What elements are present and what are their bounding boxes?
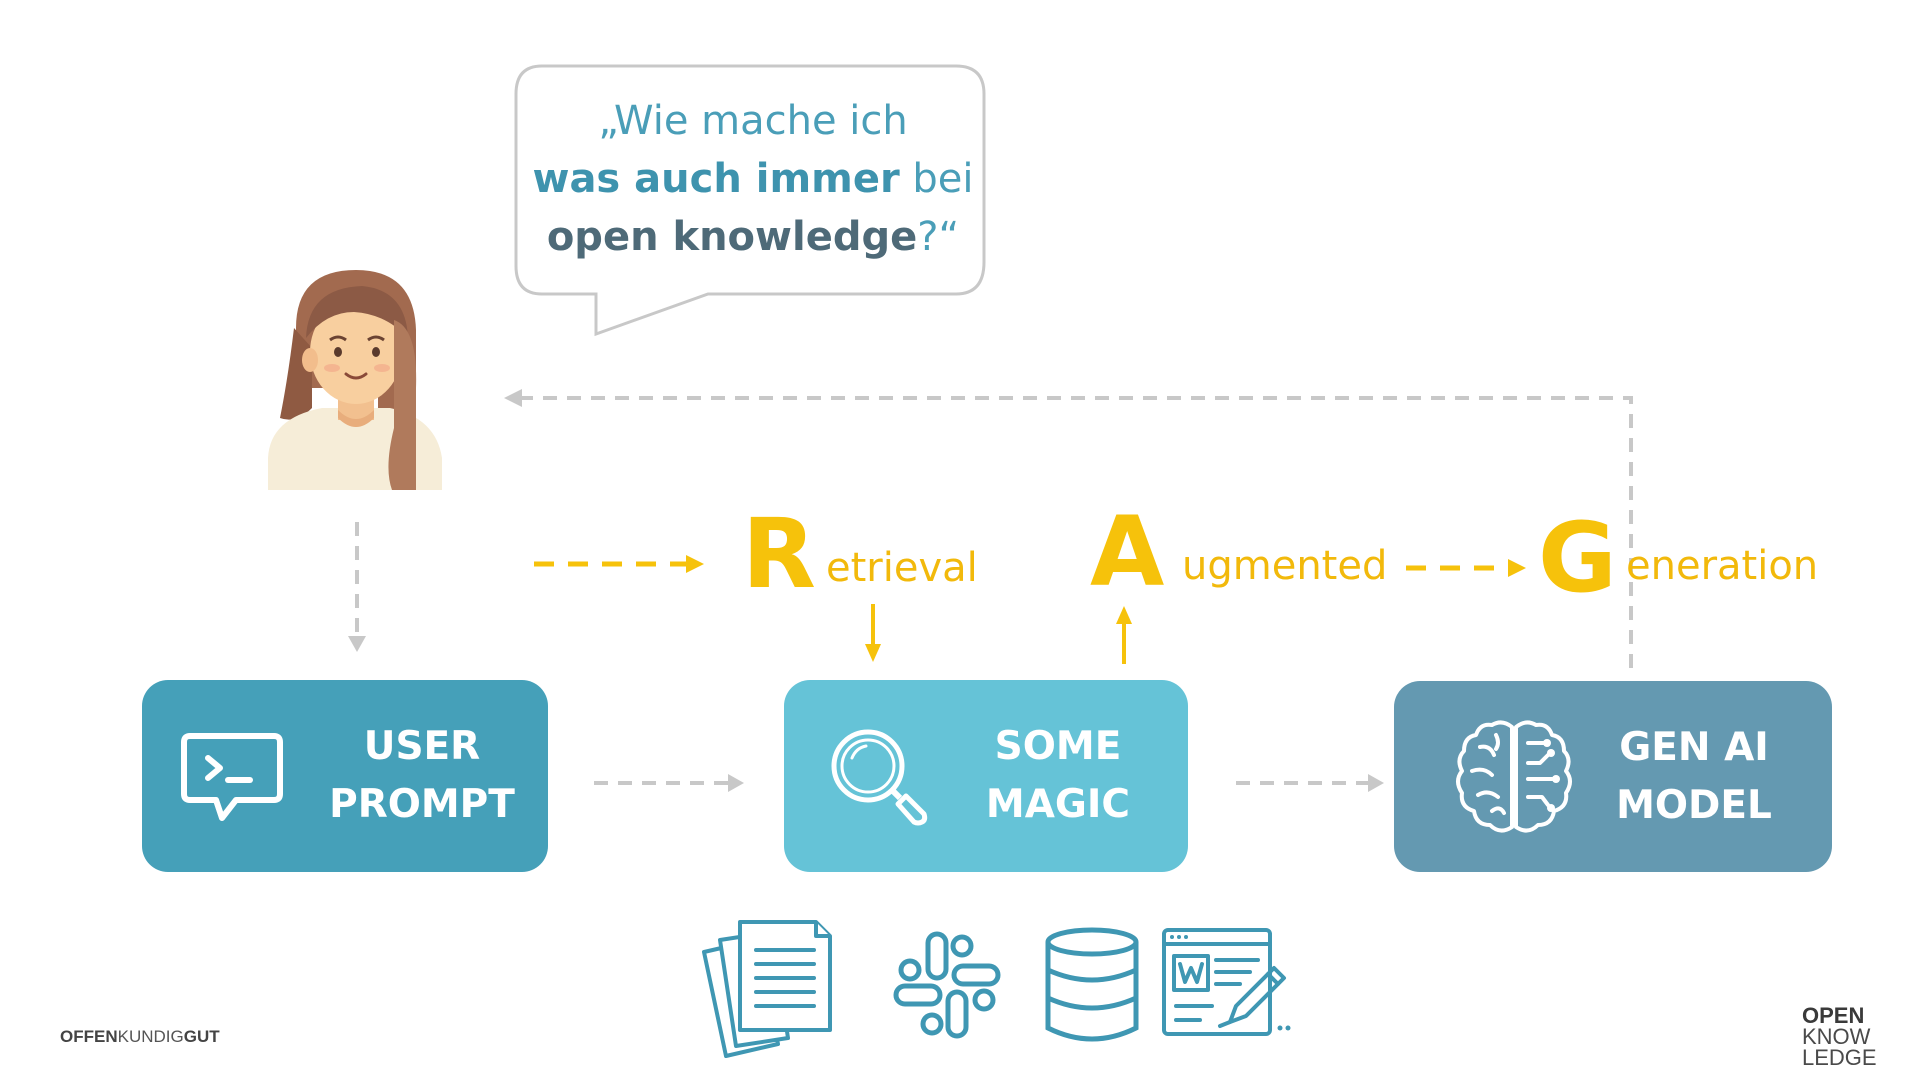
user-down-arrowhead [348, 636, 366, 652]
user-prompt-box: USER PROMPT [142, 680, 548, 872]
yellow-arrowhead-g [1508, 559, 1526, 577]
logo-line2: KNOW [1802, 1026, 1877, 1047]
return-arrowhead [504, 389, 522, 407]
user-prompt-line2: PROMPT [302, 776, 542, 834]
yellow-arrowhead-r [686, 555, 704, 573]
footer-brand: OFFENKUNDIGGUT [60, 1027, 220, 1047]
brain-circuit-icon [1452, 715, 1576, 839]
return-line [516, 398, 1631, 668]
rag-r-letter: R [742, 506, 816, 602]
gen-ai-model-box: GEN AI MODEL [1394, 681, 1832, 872]
word-document-icon [1160, 926, 1296, 1038]
database-icon [1044, 926, 1140, 1044]
logo-line1: OPEN [1802, 1005, 1877, 1026]
magnifier-icon [826, 724, 930, 828]
rag-a-letter: A [1090, 504, 1164, 600]
logo-line3: LEDGE [1802, 1047, 1877, 1068]
some-magic-label: SOME MAGIC [948, 718, 1168, 834]
rag-r-rest: etrieval [826, 548, 978, 588]
slack-icon [890, 928, 1004, 1042]
user-prompt-label: USER PROMPT [302, 718, 542, 834]
rag-g-rest: eneration [1626, 546, 1818, 586]
terminal-chat-icon [180, 732, 284, 824]
user-prompt-line1: USER [302, 718, 542, 776]
open-knowledge-logo: OPEN KNOW LEDGE [1802, 1005, 1877, 1068]
magic-to-gen-arrowhead [1368, 774, 1384, 792]
retrieval-down-arrowhead [865, 644, 881, 662]
gen-ai-label: GEN AI MODEL [1586, 719, 1802, 835]
documents-icon [700, 918, 840, 1060]
rag-g-letter: G [1538, 510, 1617, 606]
footer-brand-part3: GUT [184, 1027, 220, 1046]
gen-ai-line2: MODEL [1586, 777, 1802, 835]
some-magic-line1: SOME [948, 718, 1168, 776]
rag-a-rest: ugmented [1182, 546, 1387, 586]
footer-brand-part2: KUNDIG [118, 1027, 184, 1046]
some-magic-line2: MAGIC [948, 776, 1168, 834]
footer-brand-part1: OFFEN [60, 1027, 118, 1046]
prompt-to-magic-arrowhead [728, 774, 744, 792]
gen-ai-line1: GEN AI [1586, 719, 1802, 777]
augmented-up-arrowhead [1116, 606, 1132, 624]
some-magic-box: SOME MAGIC [784, 680, 1188, 872]
